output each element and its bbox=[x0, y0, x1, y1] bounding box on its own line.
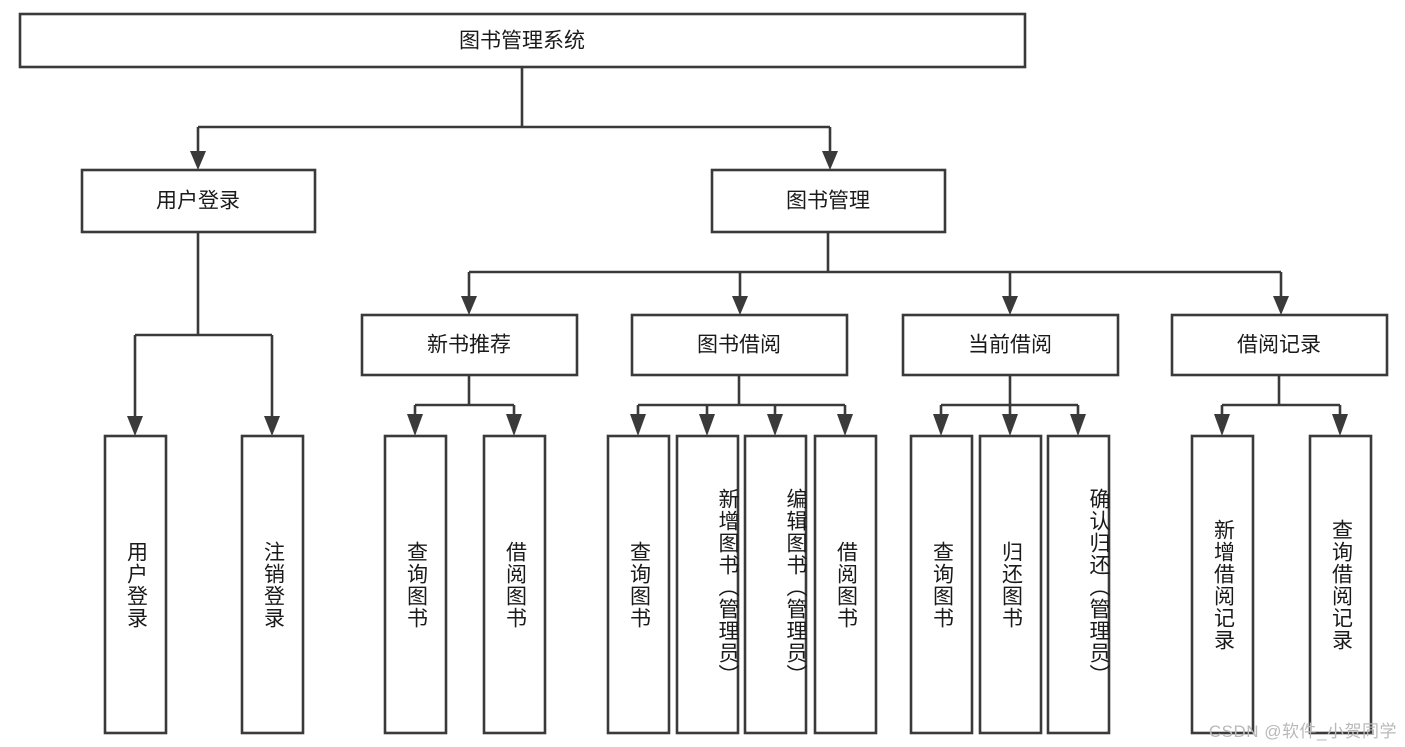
leaf-box-edit-book[interactable] bbox=[743, 434, 808, 735]
connector-current-borrow-to-leaves bbox=[933, 375, 1086, 436]
borrow-record-label: 借阅记录 bbox=[1237, 334, 1321, 357]
node-borrow-record[interactable]: 借阅记录 bbox=[1170, 313, 1389, 377]
node-book-borrow[interactable]: 图书借阅 bbox=[630, 313, 849, 377]
leaf-box-add-record[interactable] bbox=[1190, 434, 1255, 735]
user-login-box bbox=[80, 168, 317, 234]
node-new-book-recommend[interactable]: 新书推荐 bbox=[360, 313, 579, 377]
root-box bbox=[18, 12, 1027, 69]
arrow-head bbox=[1070, 414, 1086, 436]
arrow-head bbox=[837, 414, 853, 436]
leaf-box-query-book-1[interactable] bbox=[383, 434, 448, 735]
leaf-box-query-record[interactable] bbox=[1308, 434, 1373, 735]
node-user-login[interactable]: 用户登录 bbox=[80, 168, 317, 234]
arrow-head bbox=[1002, 414, 1018, 436]
leaf-box-confirm-return[interactable] bbox=[1046, 434, 1111, 735]
new-book-recommend-label: 新书推荐 bbox=[427, 334, 511, 357]
arrow-head bbox=[407, 414, 423, 436]
arrow-head bbox=[127, 416, 143, 436]
current-borrow-label: 当前借阅 bbox=[968, 334, 1052, 357]
arrow-head bbox=[461, 296, 477, 315]
node-current-borrow[interactable]: 当前借阅 bbox=[901, 313, 1120, 377]
connector-new-book-recommend-to-leaves bbox=[407, 375, 522, 436]
arrow-head bbox=[1214, 414, 1230, 436]
arrow-head bbox=[630, 414, 646, 436]
arrow-head bbox=[1002, 296, 1018, 315]
arrow-head bbox=[506, 414, 522, 436]
node-root[interactable]: 图书管理系统 bbox=[18, 12, 1027, 69]
leaf-box-user-login[interactable] bbox=[103, 434, 168, 735]
watermark: CSDN @软件_小贺同学 bbox=[1208, 722, 1397, 741]
arrow-head bbox=[699, 414, 715, 436]
arrow-head bbox=[767, 414, 783, 436]
arrow-head bbox=[1332, 414, 1348, 436]
leaf-box-return-book[interactable] bbox=[978, 434, 1043, 735]
arrow-head bbox=[264, 416, 280, 436]
leaf-box-add-book[interactable] bbox=[675, 434, 740, 735]
leaf-box-query-book-3[interactable] bbox=[909, 434, 974, 735]
node-book-manage[interactable]: 图书管理 bbox=[710, 168, 947, 234]
arrow-head bbox=[732, 296, 748, 315]
book-manage-label: 图书管理 bbox=[786, 190, 870, 213]
user-login-label: 用户登录 bbox=[156, 190, 240, 213]
connector-user-login-to-leaves bbox=[127, 232, 280, 436]
connector-root-to-level2 bbox=[190, 67, 838, 170]
leaf-box-query-book-2[interactable] bbox=[606, 434, 671, 735]
book-borrow-label: 图书借阅 bbox=[697, 334, 781, 357]
arrow-head bbox=[1273, 296, 1289, 315]
arrow-head bbox=[190, 151, 206, 170]
connector-book-manage-to-level3 bbox=[461, 232, 1289, 315]
arrow-head bbox=[933, 414, 949, 436]
arrow-head bbox=[822, 151, 838, 170]
current-borrow-box bbox=[901, 313, 1120, 377]
connector-borrow-record-to-leaves bbox=[1214, 375, 1348, 436]
leaf-box-logout-login[interactable] bbox=[240, 434, 305, 735]
leaf-box-borrow-book-1[interactable] bbox=[482, 434, 547, 735]
leaf-box-borrow-book-2[interactable] bbox=[813, 434, 878, 735]
connector-book-borrow-to-leaves bbox=[630, 375, 853, 436]
new-book-recommend-box bbox=[360, 313, 579, 377]
root-label: 图书管理系统 bbox=[459, 30, 585, 53]
